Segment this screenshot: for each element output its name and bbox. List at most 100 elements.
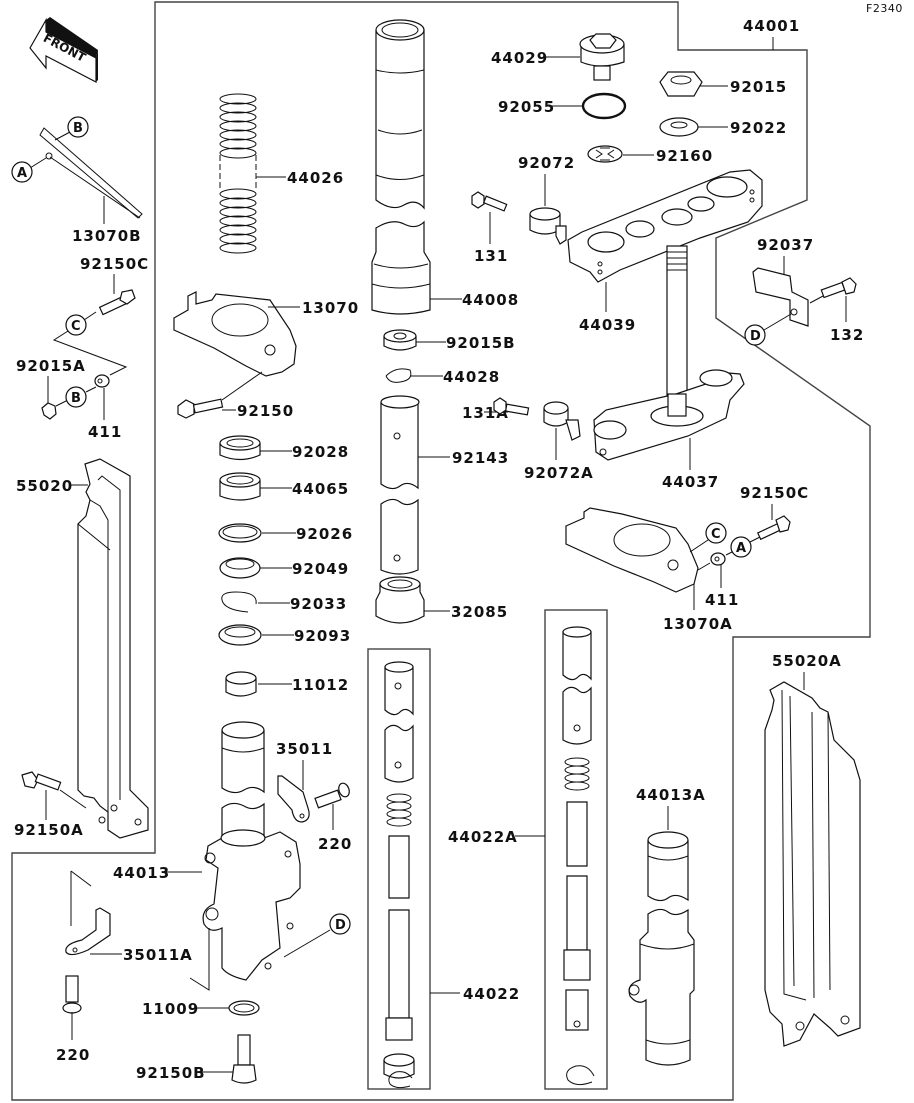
part-44065[interactable]: 44065	[219, 472, 349, 501]
part-44028[interactable]: 44028	[385, 368, 500, 386]
part-131A[interactable]: 131A	[462, 397, 530, 422]
svg-text:B: B	[71, 391, 81, 406]
part-label[interactable]: 92150A	[14, 821, 84, 839]
part-label[interactable]: 11012	[292, 676, 349, 694]
part-label[interactable]: 55020A	[772, 652, 842, 670]
part-35011A[interactable]: 35011A	[65, 907, 193, 964]
part-411-right[interactable]: 411	[697, 552, 739, 609]
part-label[interactable]: 92055	[498, 98, 555, 116]
part-92072[interactable]: 92072	[518, 154, 575, 245]
part-label[interactable]: 92037	[757, 236, 814, 254]
part-label[interactable]: 411	[705, 591, 739, 609]
part-44039[interactable]: 44039	[567, 169, 763, 334]
part-label[interactable]: 220	[56, 1046, 90, 1064]
part-92015B[interactable]: 92015B	[383, 329, 516, 352]
part-13070A[interactable]: 13070A	[565, 507, 733, 633]
part-label[interactable]: 92150C	[740, 484, 809, 502]
part-label[interactable]: 92150C	[80, 255, 149, 273]
part-44001[interactable]: 44001	[743, 17, 800, 50]
part-label[interactable]: 44065	[292, 480, 349, 498]
part-label[interactable]: 132	[830, 326, 864, 344]
part-label[interactable]: 92022	[730, 119, 787, 137]
part-label[interactable]: 44029	[491, 49, 548, 67]
part-label[interactable]: 44037	[662, 473, 719, 491]
part-label[interactable]: 13070A	[663, 615, 733, 633]
part-13070[interactable]: 13070	[173, 291, 359, 377]
part-label[interactable]: 11009	[142, 1000, 199, 1018]
part-label[interactable]: 92143	[452, 449, 509, 467]
part-label[interactable]: 35011	[276, 740, 333, 758]
part-92093[interactable]: 92093	[218, 624, 351, 646]
part-label[interactable]: 92015A	[16, 357, 86, 375]
part-label[interactable]: 55020	[16, 477, 73, 495]
part-92049[interactable]: 92049	[219, 557, 349, 579]
part-label[interactable]: 13070B	[72, 227, 142, 245]
part-92150A[interactable]: 92150A	[14, 771, 87, 839]
part-11009[interactable]: 11009	[142, 1000, 260, 1018]
part-label[interactable]: 44028	[443, 368, 500, 386]
part-411-left[interactable]: 411	[88, 374, 122, 441]
part-55020[interactable]: 55020	[16, 458, 149, 839]
part-label[interactable]: 92015B	[446, 334, 516, 352]
part-35011[interactable]: 35011	[276, 740, 333, 823]
part-92037[interactable]: 92037	[752, 236, 814, 327]
frame-44022-kit	[367, 648, 431, 1090]
part-label[interactable]: 220	[318, 835, 352, 853]
part-44022[interactable]: 44022	[383, 661, 520, 1089]
part-44029[interactable]: 44029	[491, 33, 625, 81]
part-92143[interactable]: 92143	[380, 395, 509, 575]
part-label[interactable]: 92026	[296, 525, 353, 543]
part-label[interactable]: 32085	[451, 603, 508, 621]
part-44037[interactable]: 44037	[593, 245, 745, 491]
part-label[interactable]: 44022	[463, 985, 520, 1003]
part-44013[interactable]: 44013	[70, 721, 301, 991]
part-label[interactable]: 44013	[113, 864, 170, 882]
part-92150C-left[interactable]: 92150C	[80, 255, 149, 316]
part-label[interactable]: 92072	[518, 154, 575, 172]
part-92055[interactable]: 92055	[498, 92, 627, 120]
part-44022A[interactable]: 44022A	[448, 626, 595, 1086]
part-label[interactable]: 92072A	[524, 464, 594, 482]
part-92160[interactable]: 92160	[587, 145, 713, 165]
part-label[interactable]: 92049	[292, 560, 349, 578]
part-220-top[interactable]: 220	[314, 782, 352, 853]
part-label[interactable]: 13070	[302, 299, 359, 317]
part-label[interactable]: 44008	[462, 291, 519, 309]
part-220-bottom[interactable]: 220	[56, 975, 90, 1064]
part-92028[interactable]: 92028	[219, 435, 349, 461]
part-label[interactable]: 44001	[743, 17, 800, 35]
part-label[interactable]: 92015	[730, 78, 787, 96]
part-label[interactable]: 44022A	[448, 828, 518, 846]
part-92150B[interactable]: 92150B	[136, 1034, 257, 1084]
part-label[interactable]: 411	[88, 423, 122, 441]
part-label[interactable]: 92093	[294, 627, 351, 645]
part-label[interactable]: 44013A	[636, 786, 706, 804]
part-label[interactable]: 92033	[290, 595, 347, 613]
part-131[interactable]: 131	[471, 191, 508, 265]
part-92015[interactable]: 92015	[659, 71, 787, 97]
part-92072A[interactable]: 92072A	[524, 401, 594, 482]
part-44026[interactable]: 44026	[219, 93, 344, 254]
part-132[interactable]: 132	[809, 277, 864, 344]
part-label[interactable]: 92028	[292, 443, 349, 461]
part-92150[interactable]: 92150	[177, 371, 294, 420]
part-label[interactable]: 44026	[287, 169, 344, 187]
part-label[interactable]: 35011A	[123, 946, 193, 964]
part-92015A[interactable]: 92015A	[16, 357, 86, 420]
part-92026[interactable]: 92026	[218, 523, 353, 543]
part-32085[interactable]: 32085	[375, 576, 508, 624]
part-92033[interactable]: 92033	[221, 591, 347, 613]
part-11012[interactable]: 11012	[225, 671, 349, 697]
part-92022[interactable]: 92022	[659, 117, 787, 137]
part-label[interactable]: 92150	[237, 402, 294, 420]
part-label[interactable]: 92160	[656, 147, 713, 165]
part-44008[interactable]: 44008	[371, 19, 519, 315]
part-44013A[interactable]: 44013A	[628, 786, 706, 1066]
part-label[interactable]: 44039	[579, 316, 636, 334]
part-13070B[interactable]: 13070B	[39, 127, 143, 245]
part-label[interactable]: 131	[474, 247, 508, 265]
part-label[interactable]: 92150B	[136, 1064, 206, 1082]
svg-text:C: C	[71, 319, 81, 334]
part-55020A[interactable]: 55020A	[764, 652, 861, 1047]
part-92150C-right[interactable]: 92150C	[740, 484, 809, 541]
